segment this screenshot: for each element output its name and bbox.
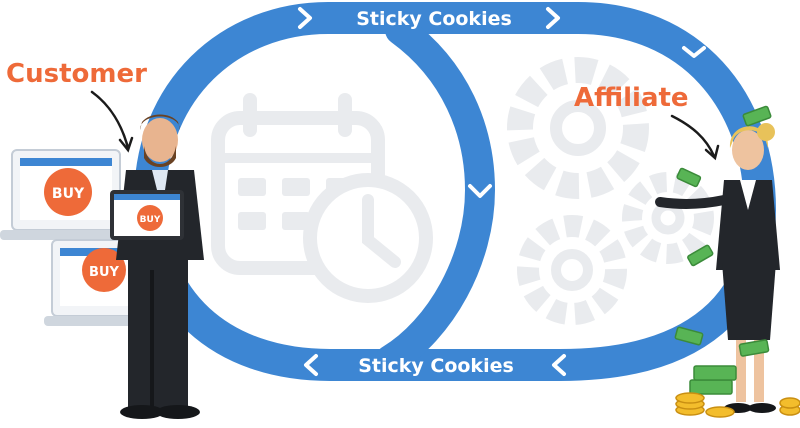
cookie-loop — [133, 2, 777, 381]
chevron-down-icon — [682, 46, 706, 58]
gear-icon — [517, 215, 627, 325]
coin-icon — [675, 392, 800, 418]
chevron-left-icon — [552, 354, 566, 376]
customer-figure — [116, 114, 204, 419]
calendar-clock-icon — [211, 93, 433, 303]
money-icon — [674, 105, 772, 395]
laptop-icon: BUY — [0, 149, 132, 240]
affiliate-pointer-arrow — [670, 114, 716, 158]
chevron-left-icon — [304, 354, 318, 376]
affiliate-arrowhead — [704, 144, 720, 161]
chevron-down-icon — [468, 184, 492, 198]
gear-icon — [507, 57, 649, 199]
customer-label: Customer — [6, 59, 147, 89]
gear-icon — [622, 172, 714, 264]
top-loop-label: Sticky Cookies — [356, 8, 512, 30]
bottom-loop-label: Sticky Cookies — [358, 355, 514, 377]
affiliate-figure — [655, 123, 780, 413]
chevron-right-icon — [298, 7, 312, 29]
buy-button-label: BUY — [140, 215, 161, 225]
chevron-right-icon — [546, 7, 560, 29]
affiliate-label: Affiliate — [574, 83, 689, 113]
tablet-icon: BUY — [110, 190, 184, 240]
customer-arrowhead — [118, 136, 134, 153]
buy-button-label: BUY — [52, 186, 85, 202]
buy-button-label: BUY — [89, 265, 119, 280]
customer-pointer-arrow — [90, 90, 130, 150]
